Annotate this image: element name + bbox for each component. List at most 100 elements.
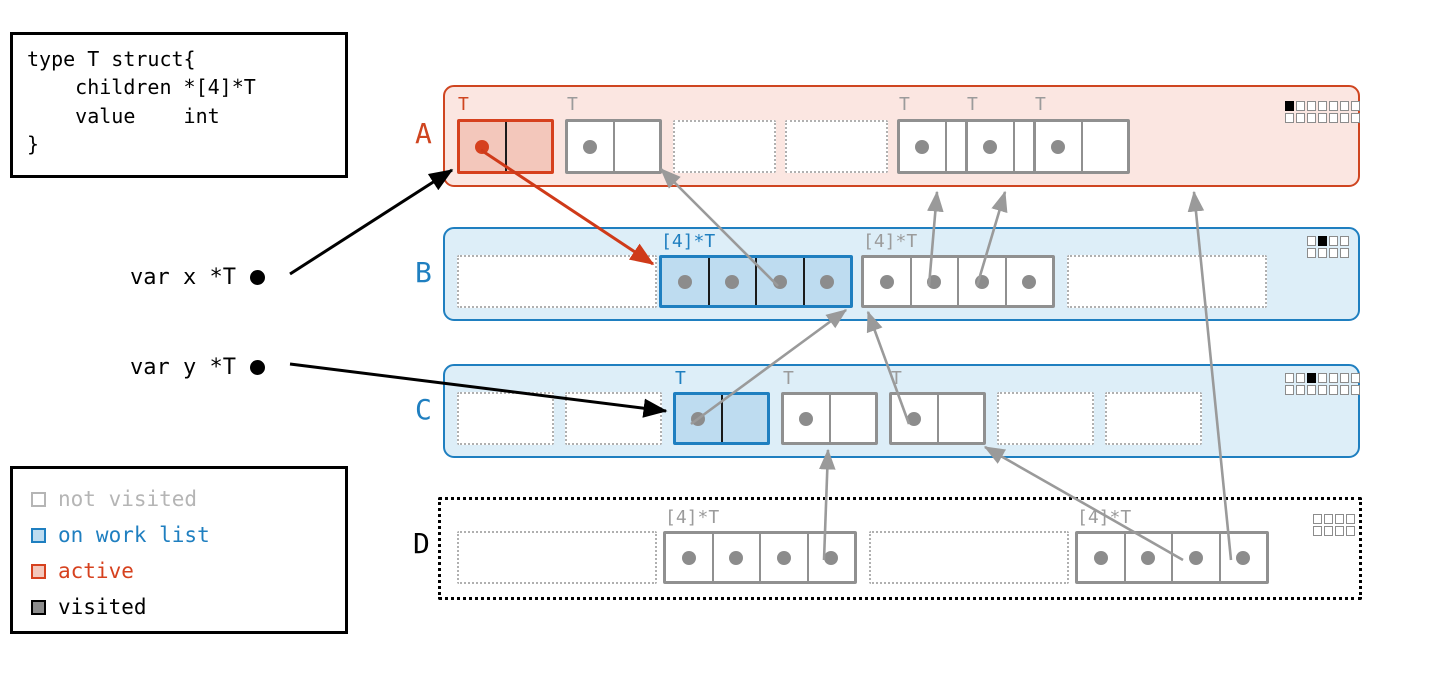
pointer-dot	[974, 274, 989, 289]
indicator-cell	[1307, 101, 1316, 111]
array-b-2-slot-1	[909, 258, 958, 305]
indicator-cell	[1307, 236, 1316, 246]
memory-band-a: T T T T T	[443, 85, 1360, 187]
memory-band-d: [4]*T [4]*T	[438, 497, 1362, 600]
pointer-dot	[725, 274, 740, 289]
array-d-1-slot-1	[711, 534, 760, 581]
row-label-c: C	[415, 393, 432, 426]
indicator-row	[1285, 101, 1360, 111]
pointer-dot	[1236, 550, 1251, 565]
type-label-c-3: T	[783, 368, 794, 389]
node-c-4[interactable]	[889, 392, 986, 445]
indicator-cell	[1318, 248, 1327, 258]
type-label-a-5: T	[967, 94, 978, 115]
array-b-1-slot-2	[755, 258, 803, 305]
node-c-3-value	[828, 395, 876, 442]
array-d-1-slot-3	[806, 534, 855, 581]
node-a-5-children	[968, 122, 1013, 171]
legend-swatch-active	[31, 563, 46, 579]
indicator-cell	[1313, 514, 1322, 524]
node-a-6-children	[1036, 122, 1081, 171]
var-x-pointer: var x *T	[130, 265, 265, 290]
array-b-1-slot-1	[707, 258, 756, 305]
indicator-cell	[1329, 373, 1338, 383]
type-label-d-1: [4]*T	[665, 507, 720, 528]
pointer-dot	[776, 550, 791, 565]
node-c-2-worklist[interactable]	[673, 392, 770, 445]
pointer-dot	[907, 411, 922, 426]
indicator-cell	[1318, 101, 1327, 111]
occupancy-indicator-d	[1313, 514, 1355, 536]
array-d-1-slot-2	[759, 534, 807, 581]
node-a-1-children	[568, 122, 613, 171]
indicator-cell	[1351, 385, 1360, 395]
array-b-2-slot-3	[1004, 258, 1053, 305]
free-slot-d-2	[869, 531, 1069, 584]
array-d-1[interactable]	[663, 531, 857, 584]
legend-box: not visited on work list active visited	[10, 466, 348, 634]
indicator-cell	[1318, 113, 1327, 123]
pointer-dot	[681, 550, 696, 565]
legend-label-visited: visited	[58, 594, 147, 619]
indicator-cell	[1318, 385, 1327, 395]
row-label-d: D	[413, 527, 430, 560]
pointer-dot	[772, 274, 787, 289]
pointer-dot	[677, 274, 692, 289]
node-c-4-value	[936, 395, 984, 442]
type-label-a-0: T	[458, 94, 469, 115]
legend-item-not-visited: not visited	[31, 481, 345, 517]
struct-definition-code: type T struct{ children *[4]*T value int…	[27, 47, 256, 157]
indicator-cell	[1307, 248, 1316, 258]
indicator-cell	[1329, 385, 1338, 395]
array-d-3-slot-1	[1123, 534, 1172, 581]
node-c-3-children	[784, 395, 829, 442]
indicator-cell	[1285, 385, 1294, 395]
memory-band-b: [4]*T [4]*T	[443, 227, 1360, 321]
node-a-4-value	[944, 122, 992, 171]
legend-swatch-visited	[31, 599, 46, 615]
indicator-row	[1307, 248, 1349, 258]
pointer-dot	[879, 274, 894, 289]
free-slot-b-3	[1067, 255, 1267, 308]
indicator-cell	[1318, 236, 1327, 246]
indicator-cell	[1329, 113, 1338, 123]
array-b-1-worklist[interactable]	[659, 255, 853, 308]
array-d-3-slot-3	[1218, 534, 1267, 581]
node-c-2-children	[676, 395, 721, 442]
memory-band-c: T T T	[443, 364, 1360, 458]
struct-definition-box: type T struct{ children *[4]*T value int…	[10, 32, 348, 178]
pointer-dot	[915, 139, 930, 154]
occupancy-indicator-b	[1307, 236, 1349, 258]
free-slot-b-0	[457, 255, 657, 308]
indicator-cell	[1340, 236, 1349, 246]
indicator-cell	[1324, 526, 1333, 536]
pointer-dot	[1141, 550, 1156, 565]
var-y-label: var y *T	[130, 355, 236, 380]
legend-label-not-visited: not visited	[58, 486, 198, 511]
indicator-cell	[1324, 514, 1333, 524]
node-a-1[interactable]	[565, 119, 662, 174]
var-x-label: var x *T	[130, 265, 236, 290]
free-slot-c-1	[565, 392, 662, 445]
occupancy-indicator-c	[1285, 373, 1360, 395]
occupancy-indicator-a	[1285, 101, 1360, 123]
var-x-dot	[249, 270, 265, 285]
indicator-cell	[1340, 373, 1349, 383]
node-a-4-children	[900, 122, 945, 171]
array-b-1-slot-0	[662, 258, 708, 305]
array-d-3[interactable]	[1075, 531, 1269, 584]
free-slot-a-2	[673, 120, 776, 173]
indicator-cell	[1313, 526, 1322, 536]
node-a-6[interactable]	[1033, 119, 1130, 174]
node-c-3[interactable]	[781, 392, 878, 445]
array-b-1-slot-3	[802, 258, 851, 305]
type-label-b-1: [4]*T	[661, 231, 716, 252]
pointer-dot	[799, 411, 814, 426]
node-a-0-active[interactable]	[457, 119, 554, 174]
indicator-cell	[1351, 373, 1360, 383]
indicator-row	[1307, 236, 1349, 246]
indicator-cell	[1351, 101, 1360, 111]
array-b-2[interactable]	[861, 255, 1055, 308]
node-a-5-value	[1012, 122, 1060, 171]
legend-item-visited: visited	[31, 589, 345, 625]
